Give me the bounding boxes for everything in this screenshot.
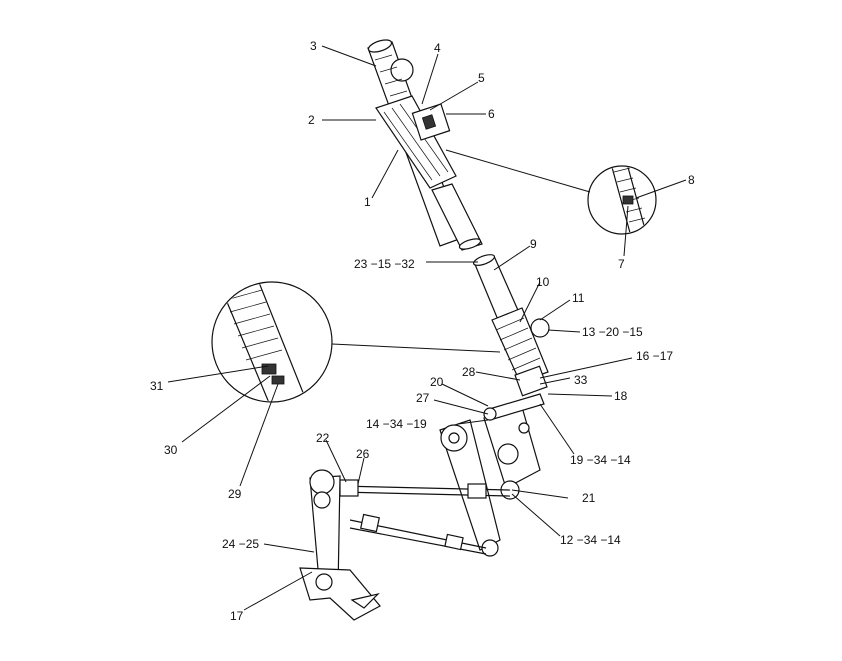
label-27: 27 [416, 391, 430, 405]
detail-circle-left [211, 281, 501, 403]
label-16-17: 16 −17 [636, 349, 673, 363]
label-10: 10 [536, 275, 550, 289]
label-11: 11 [572, 291, 585, 305]
label-13-20-15: 13 −20 −15 [582, 325, 643, 339]
label-23-15-32: 23 −15 −32 [354, 257, 415, 271]
label-3: 3 [310, 39, 317, 53]
label-28: 28 [462, 365, 476, 379]
callout-labels: 3 2 1 4 5 6 8 7 9 23 −15 −32 10 11 13 −2… [150, 39, 695, 623]
steering-column-middle [472, 254, 550, 397]
label-22: 22 [316, 431, 330, 445]
label-17: 17 [230, 609, 244, 623]
label-5: 5 [478, 71, 485, 85]
label-14-34-19: 14 −34 −19 [366, 417, 427, 431]
label-26: 26 [356, 447, 370, 461]
label-2: 2 [308, 113, 315, 127]
label-29: 29 [228, 487, 242, 501]
detail-circle-right [445, 149, 657, 235]
label-18: 18 [614, 389, 628, 403]
label-20: 20 [430, 375, 444, 389]
label-4: 4 [434, 41, 441, 55]
label-12-34-14: 12 −34 −14 [560, 533, 621, 547]
label-33: 33 [574, 373, 588, 387]
label-21: 21 [582, 491, 596, 505]
label-31: 31 [150, 379, 164, 393]
steering-column-upper [367, 39, 483, 251]
bellcrank-assembly [439, 393, 545, 557]
label-9: 9 [530, 237, 537, 251]
label-7: 7 [618, 257, 625, 271]
label-24-25: 24 −25 [222, 537, 259, 551]
leader-lines [167, 45, 687, 611]
label-1: 1 [364, 195, 371, 209]
label-6: 6 [488, 107, 495, 121]
knuckle-arm [299, 469, 381, 621]
label-8: 8 [688, 173, 695, 187]
label-19-34-14: 19 −34 −14 [570, 453, 631, 467]
label-30: 30 [164, 443, 178, 457]
